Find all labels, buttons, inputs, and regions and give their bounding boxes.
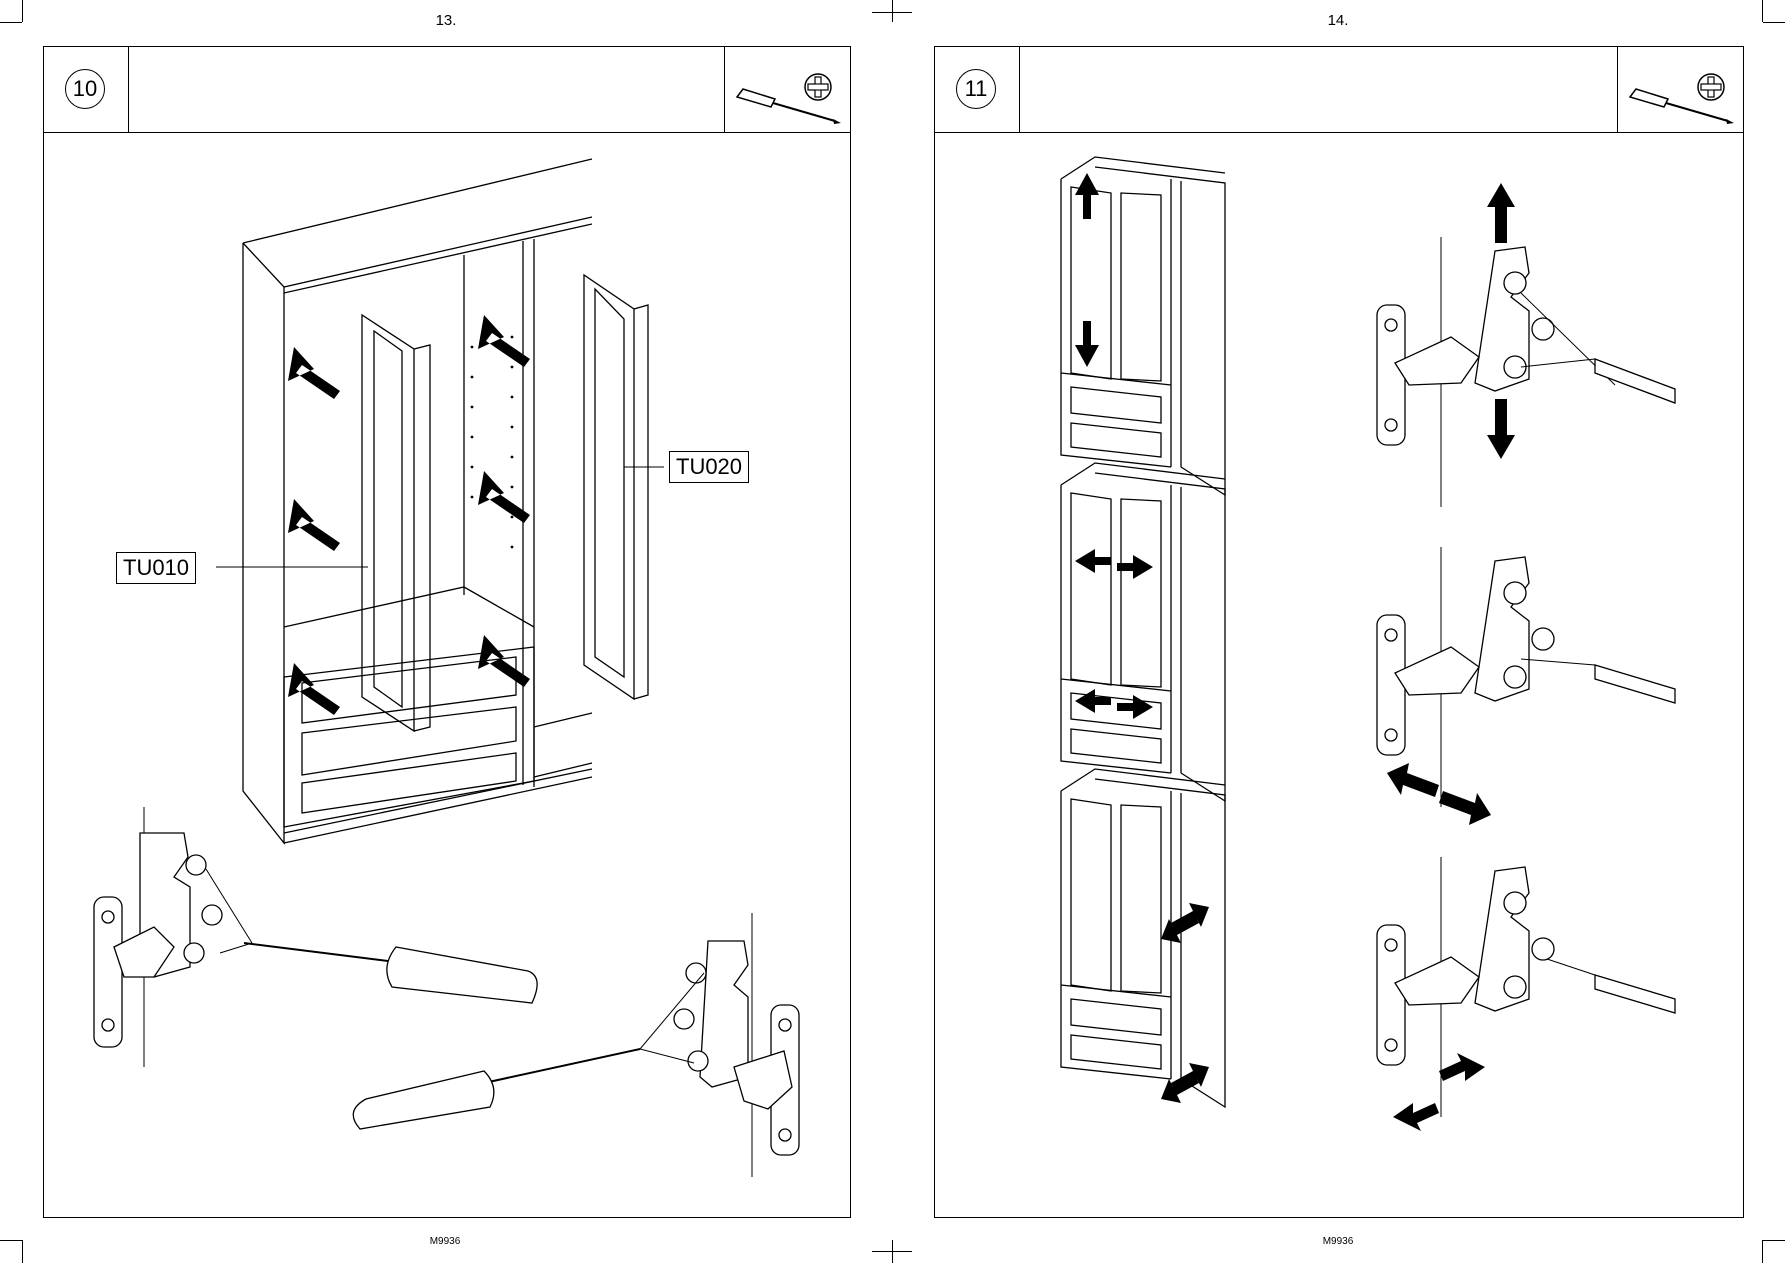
hinge-adjustment-illustration <box>935 47 1743 1217</box>
crop-mark <box>1762 0 1763 22</box>
wardrobe-illustration <box>44 47 850 1217</box>
crop-mark <box>1763 1240 1785 1241</box>
arrow-icon <box>1439 791 1491 825</box>
hinge-detail <box>1377 857 1675 1117</box>
hinge-detail <box>1377 237 1675 507</box>
arrow-icon <box>478 315 530 367</box>
part-label-tu020: TU020 <box>669 451 749 483</box>
hinge-detail <box>1377 547 1675 807</box>
arrow-right-icon <box>1117 555 1153 579</box>
crop-mark <box>0 1240 22 1241</box>
crop-mark <box>872 1251 912 1252</box>
arrow-icon <box>1393 1103 1439 1131</box>
arrow-icon <box>478 471 530 523</box>
arrow-icon <box>1439 1053 1485 1081</box>
crop-mark <box>22 0 23 22</box>
page-number: 14. <box>1308 12 1368 29</box>
arrow-left-icon <box>1075 549 1111 573</box>
wardrobe-front <box>1061 769 1225 1107</box>
footer-code: M9936 <box>1298 1236 1378 1247</box>
arrow-left-icon <box>1075 689 1111 713</box>
crop-mark <box>1762 1240 1763 1263</box>
arrow-icon <box>288 347 340 399</box>
arrow-up-icon <box>1075 173 1099 219</box>
crop-mark <box>1763 22 1785 23</box>
arrow-icon <box>288 499 340 551</box>
page-number: 13. <box>416 12 476 29</box>
step-frame: 11 <box>934 46 1744 1218</box>
crop-mark <box>872 12 912 13</box>
crop-mark <box>0 22 22 23</box>
arrow-up-icon <box>1487 183 1515 243</box>
arrow-icon <box>478 635 530 687</box>
crop-mark <box>22 1240 23 1263</box>
wardrobe-front <box>1061 463 1225 801</box>
arrow-down-icon <box>1075 321 1099 367</box>
step-frame: 10 <box>43 46 851 1218</box>
crop-mark <box>892 0 893 22</box>
arrow-icon <box>1387 763 1439 797</box>
part-label-tu010: TU010 <box>116 552 196 584</box>
arrow-down-icon <box>1487 399 1515 459</box>
footer-code: M9936 <box>405 1236 485 1247</box>
